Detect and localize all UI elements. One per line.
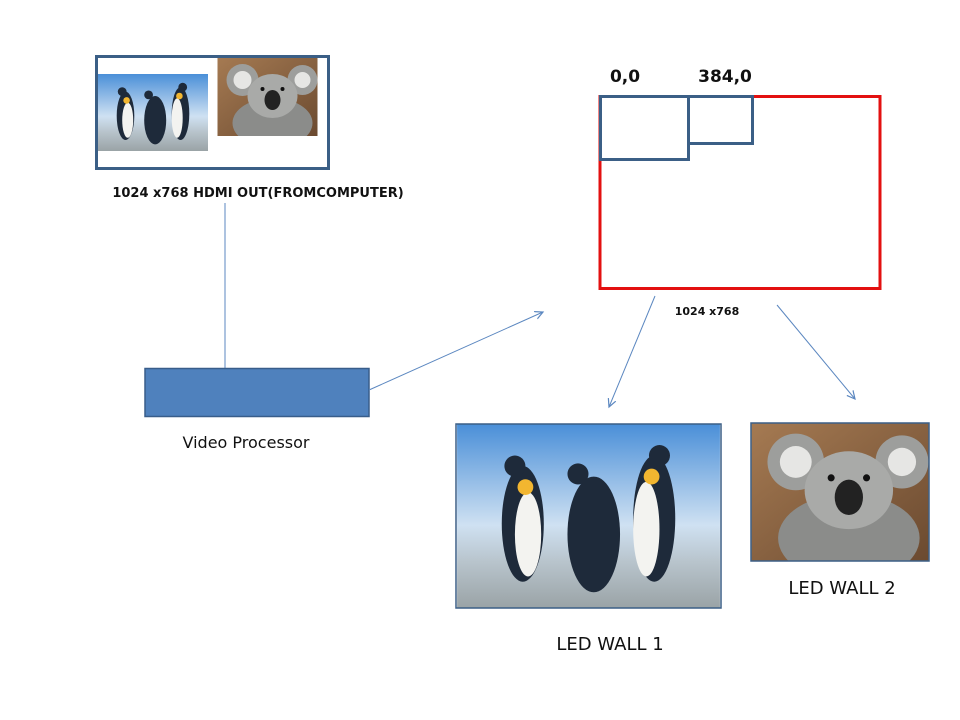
source-label: 1024 x768 HDMI OUT(FROMCOMPUTER) [112, 186, 403, 201]
led-wall-1 [455, 423, 722, 609]
source-screen-preview [95, 55, 330, 170]
koala-image [751, 423, 929, 561]
origin-label-wall-1: 0,0 [610, 67, 640, 87]
koala-image [217, 58, 318, 136]
penguins-image [98, 74, 208, 151]
video-processor-label: Video Processor [183, 433, 310, 452]
penguins-image [457, 424, 720, 608]
region-wall-1 [599, 95, 690, 161]
processor-output-arrow [368, 312, 543, 391]
region-wall-2 [687, 95, 754, 145]
led-wall-2 [750, 422, 930, 562]
origin-label-wall-2: 384,0 [698, 67, 752, 87]
video-processor-box [144, 367, 370, 418]
led-wall-2-label: LED WALL 2 [788, 578, 895, 599]
wall-2-arrow [776, 304, 855, 399]
canvas-size-label: 1024 x768 [675, 305, 740, 318]
led-wall-1-label: LED WALL 1 [556, 634, 663, 655]
wall-1-arrow [609, 295, 656, 407]
